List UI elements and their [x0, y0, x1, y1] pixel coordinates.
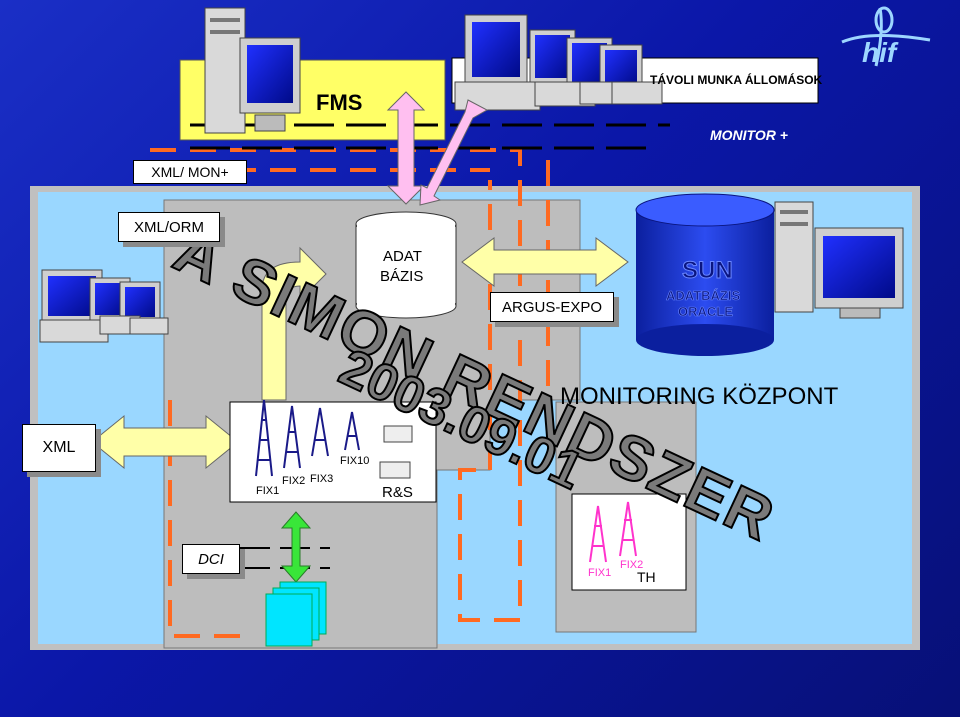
remote-workstations — [454, 14, 663, 111]
xml-mon-box: XML/ MON+ — [133, 160, 247, 184]
dci-box: DCI — [182, 544, 240, 574]
rs-label: R&S — [382, 484, 413, 501]
left-workstations — [39, 269, 169, 343]
adat-label-1: ADAT — [383, 248, 422, 265]
adatbazis-label: ADATBÁZIS — [666, 288, 740, 303]
adat-bazis-cylinder — [355, 211, 457, 319]
rs-vans — [379, 425, 413, 479]
remote-stations-label: TÁVOLI MUNKA ÁLLOMÁSOK — [650, 72, 823, 87]
argus-box: ARGUS-EXPO — [490, 292, 614, 322]
th-towers — [589, 501, 637, 563]
curved-up-arrow — [261, 246, 327, 401]
sun-cylinder — [635, 193, 775, 356]
dci-docs — [265, 581, 327, 647]
th-fix1-label: FIX1 — [588, 567, 611, 579]
xml-box: XML — [22, 424, 96, 472]
fix3-label: FIX3 — [310, 473, 333, 485]
fms-label: FMS — [316, 90, 362, 115]
monitor-plus-label: MONITOR + — [710, 127, 788, 143]
oracle-label: ORACLE — [678, 304, 733, 319]
fms-workstation — [204, 7, 301, 134]
th-label: TH — [637, 569, 656, 585]
monitoring-label: MONITORING KÖZPONT — [560, 383, 839, 410]
fix-towers — [255, 399, 360, 477]
remote-db-arrow — [419, 99, 489, 206]
fix1-label: FIX1 — [256, 485, 279, 497]
sun-workstation — [774, 201, 904, 319]
hif-logo-text: hif — [862, 37, 899, 68]
adat-label-2: BÁZIS — [380, 268, 423, 285]
xml-orm-box: XML/ORM — [118, 212, 220, 242]
fix2-label: FIX2 — [282, 475, 305, 487]
db-sun-arrow — [461, 237, 629, 287]
th-fix2-label: FIX2 — [620, 559, 643, 571]
fix10-label: FIX10 — [340, 455, 369, 467]
rs-box — [229, 401, 437, 503]
sun-label: SUN — [682, 257, 733, 284]
hif-logo — [841, 6, 931, 67]
